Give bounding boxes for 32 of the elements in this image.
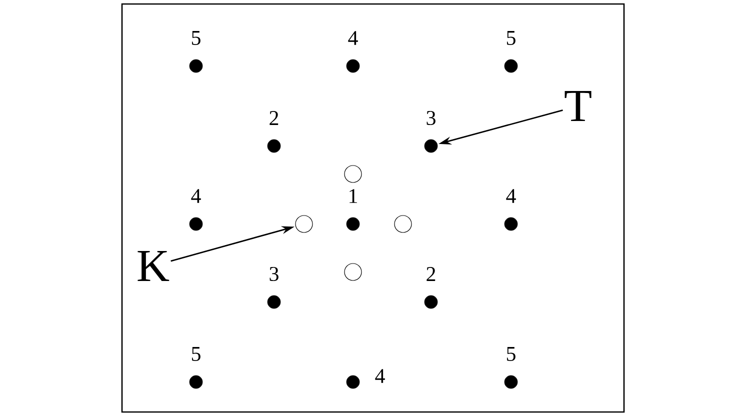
filled-dot xyxy=(346,59,360,73)
number-label: 2 xyxy=(426,267,436,281)
open-circle xyxy=(344,165,362,183)
filled-dot xyxy=(267,295,281,309)
number-label: 3 xyxy=(270,266,278,282)
filled-dot xyxy=(189,59,203,73)
number-label: 5 xyxy=(506,31,516,45)
filled-dot xyxy=(424,139,438,153)
number-label: 5 xyxy=(192,31,200,45)
number-label: 4 xyxy=(375,369,385,383)
open-circle xyxy=(394,215,412,233)
number-label: 1 xyxy=(350,189,357,203)
filled-dot xyxy=(504,217,518,231)
open-circle xyxy=(344,263,362,281)
filled-dot xyxy=(424,295,438,309)
filled-dot xyxy=(189,217,203,231)
filled-dot xyxy=(346,375,360,389)
filled-dot xyxy=(267,139,281,153)
letter-label: K xyxy=(138,250,170,282)
filled-dot xyxy=(504,59,518,73)
filled-dot xyxy=(189,375,203,389)
filled-dot xyxy=(346,217,360,231)
number-label: 5 xyxy=(192,347,200,361)
number-label: 4 xyxy=(191,189,201,203)
number-label: 4 xyxy=(348,31,358,45)
number-label: 3 xyxy=(426,110,436,126)
letter-label: T xyxy=(564,90,592,122)
number-label: 4 xyxy=(506,189,516,203)
number-label: 5 xyxy=(506,347,516,361)
number-label: 2 xyxy=(270,111,278,125)
open-circle xyxy=(295,215,313,233)
filled-dot xyxy=(504,375,518,389)
